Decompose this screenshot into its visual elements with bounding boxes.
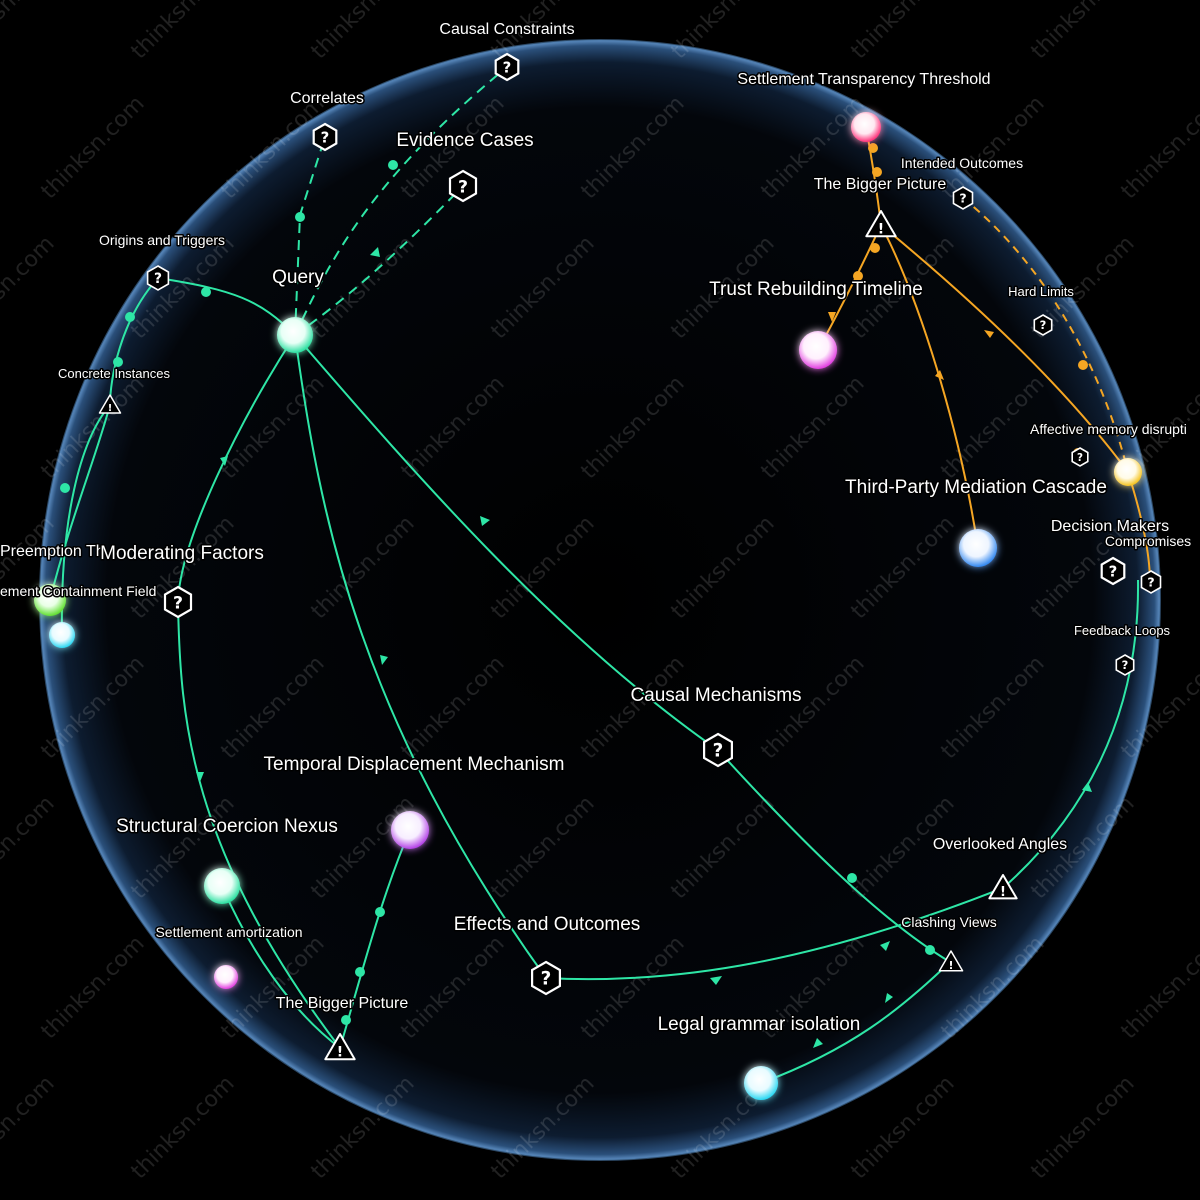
node-temporal-displacement[interactable] xyxy=(391,811,429,849)
warning-glyph: ! xyxy=(948,959,953,972)
label-structural-coercion: Structural Coercion Nexus xyxy=(116,816,338,837)
question-icon-causal-constraints[interactable]: ? xyxy=(494,52,520,82)
question-glyph: ? xyxy=(1040,318,1047,332)
node-query[interactable] xyxy=(277,317,313,353)
label-temporal-displacement: Temporal Displacement Mechanism xyxy=(264,754,565,775)
edge-query-causal-mechanisms xyxy=(294,334,719,751)
label-evidence-cases: Evidence Cases xyxy=(396,130,533,151)
label-clashing-views: Clashing Views xyxy=(901,914,996,930)
node-structural-coercion[interactable] xyxy=(204,868,240,904)
warning-icon-concrete-instances[interactable]: ! xyxy=(98,394,122,414)
question-icon-causal-mechanisms[interactable]: ? xyxy=(702,732,734,768)
hex-icon-layer: ????????????? xyxy=(146,52,1162,996)
warning-icon-layer: !!!!! xyxy=(98,210,1018,1061)
label-settlement-transparency: Settlement Transparency Threshold xyxy=(737,71,990,88)
node-third-party-mediation[interactable] xyxy=(959,529,997,567)
warning-glyph: ! xyxy=(878,222,884,238)
warning-icon-clashing-views[interactable]: ! xyxy=(938,950,964,972)
edge-effects-overlooked xyxy=(545,887,1004,981)
question-icon-compromises[interactable]: ? xyxy=(1140,570,1162,594)
label-moderating-factors: Moderating Factors xyxy=(100,543,264,564)
node-legal-grammar[interactable] xyxy=(744,1066,778,1100)
question-glyph: ? xyxy=(458,177,468,197)
warning-glyph: ! xyxy=(1000,885,1006,900)
edge-overlooked-decision xyxy=(1002,579,1140,889)
edge-query-effects xyxy=(294,334,547,979)
warning-icon-bigger-picture-bottom[interactable]: ! xyxy=(324,1033,356,1061)
question-icon-correlates[interactable]: ? xyxy=(312,122,338,152)
label-affective-memory: Affective memory disrupti xyxy=(1030,421,1187,437)
edge-moderating-bigger-picture xyxy=(177,601,341,1049)
label-causal-mechanisms: Causal Mechanisms xyxy=(630,685,801,706)
label-intended-outcomes: Intended Outcomes xyxy=(901,155,1023,171)
edge-query-moderating xyxy=(177,334,296,603)
node-preemption-threshold[interactable] xyxy=(49,622,75,648)
label-preemption: Preemption Th xyxy=(0,543,105,560)
edge-structural-bigger xyxy=(221,885,341,1049)
edge-clashing-legal xyxy=(760,961,951,1084)
question-glyph: ? xyxy=(321,128,330,146)
label-correlates: Correlates xyxy=(290,90,364,107)
label-trust-rebuilding: Trust Rebuilding Timeline xyxy=(709,279,923,300)
question-glyph: ? xyxy=(1109,562,1118,580)
edge-markers xyxy=(60,143,1092,1048)
question-icon-effects-outcomes[interactable]: ? xyxy=(530,960,562,996)
question-glyph: ? xyxy=(713,741,724,762)
label-containment-field: ement Containment Field xyxy=(0,583,156,599)
question-glyph: ? xyxy=(1122,658,1129,672)
question-icon-moderating-factors[interactable]: ? xyxy=(163,585,193,619)
question-icon-origins-triggers[interactable]: ? xyxy=(146,265,170,291)
question-icon-decision-makers[interactable]: ? xyxy=(1100,556,1126,586)
label-compromises: Compromises xyxy=(1105,533,1191,549)
label-origins-triggers: Origins and Triggers xyxy=(99,232,225,248)
label-concrete-instances: Concrete Instances xyxy=(58,366,171,381)
edge-intended-affective xyxy=(962,197,1129,473)
label-layer: Causal Constraints Settlement Transparen… xyxy=(0,20,1193,1037)
graph-sphere xyxy=(40,40,1160,1160)
label-decision-makers: Decision Makers xyxy=(1051,518,1169,535)
edge-query-causal-constraints xyxy=(294,66,508,336)
question-icon-intended-outcomes[interactable]: ? xyxy=(952,186,974,210)
label-legal-grammar: Legal grammar isolation xyxy=(658,1014,861,1035)
warning-icon-bigger-picture-top[interactable]: ! xyxy=(865,210,897,238)
question-icon-feedback-loops[interactable]: ? xyxy=(1115,654,1135,676)
question-glyph: ? xyxy=(959,191,966,206)
question-glyph: ? xyxy=(1147,575,1154,590)
label-hard-limits: Hard Limits xyxy=(1008,284,1074,299)
question-glyph: ? xyxy=(503,58,512,76)
label-third-party-mediation: Third-Party Mediation Cascade xyxy=(845,477,1107,498)
edge-causal-mechanisms-clashing xyxy=(717,749,951,963)
node-settlement-amortization[interactable] xyxy=(214,965,238,989)
edge-bigger-affective xyxy=(880,224,1129,473)
question-glyph: ? xyxy=(154,271,162,287)
label-settlement-amortization: Settlement amortization xyxy=(155,924,302,940)
label-query: Query xyxy=(272,267,324,288)
node-layer xyxy=(34,112,1142,1100)
label-effects-outcomes: Effects and Outcomes xyxy=(454,914,641,935)
edge-bigger-third-party xyxy=(880,224,979,549)
edge-concrete-preemption xyxy=(49,404,111,601)
node-containment-field[interactable] xyxy=(34,584,66,616)
node-settlement-transparency[interactable] xyxy=(851,112,881,142)
label-bigger-picture-top: The Bigger Picture xyxy=(814,176,947,193)
label-bigger-picture-bottom: The Bigger Picture xyxy=(276,995,409,1012)
question-glyph: ? xyxy=(173,593,183,613)
warning-icon-overlooked-angles[interactable]: ! xyxy=(988,874,1018,900)
node-affective-memory[interactable] xyxy=(1114,458,1142,486)
question-icon-evidence-cases[interactable]: ? xyxy=(448,169,478,203)
question-glyph: ? xyxy=(541,969,552,990)
question-icon-affective-small[interactable]: ? xyxy=(1071,447,1089,467)
warning-glyph: ! xyxy=(337,1045,343,1061)
label-feedback-loops: Feedback Loops xyxy=(1074,623,1171,638)
label-overlooked-angles: Overlooked Angles xyxy=(933,836,1067,853)
question-glyph: ? xyxy=(1077,452,1083,464)
question-icon-hard-limits[interactable]: ? xyxy=(1033,314,1053,336)
warning-glyph: ! xyxy=(108,403,113,414)
label-causal-constraints: Causal Constraints xyxy=(439,21,574,38)
node-trust-rebuilding[interactable] xyxy=(799,331,837,369)
